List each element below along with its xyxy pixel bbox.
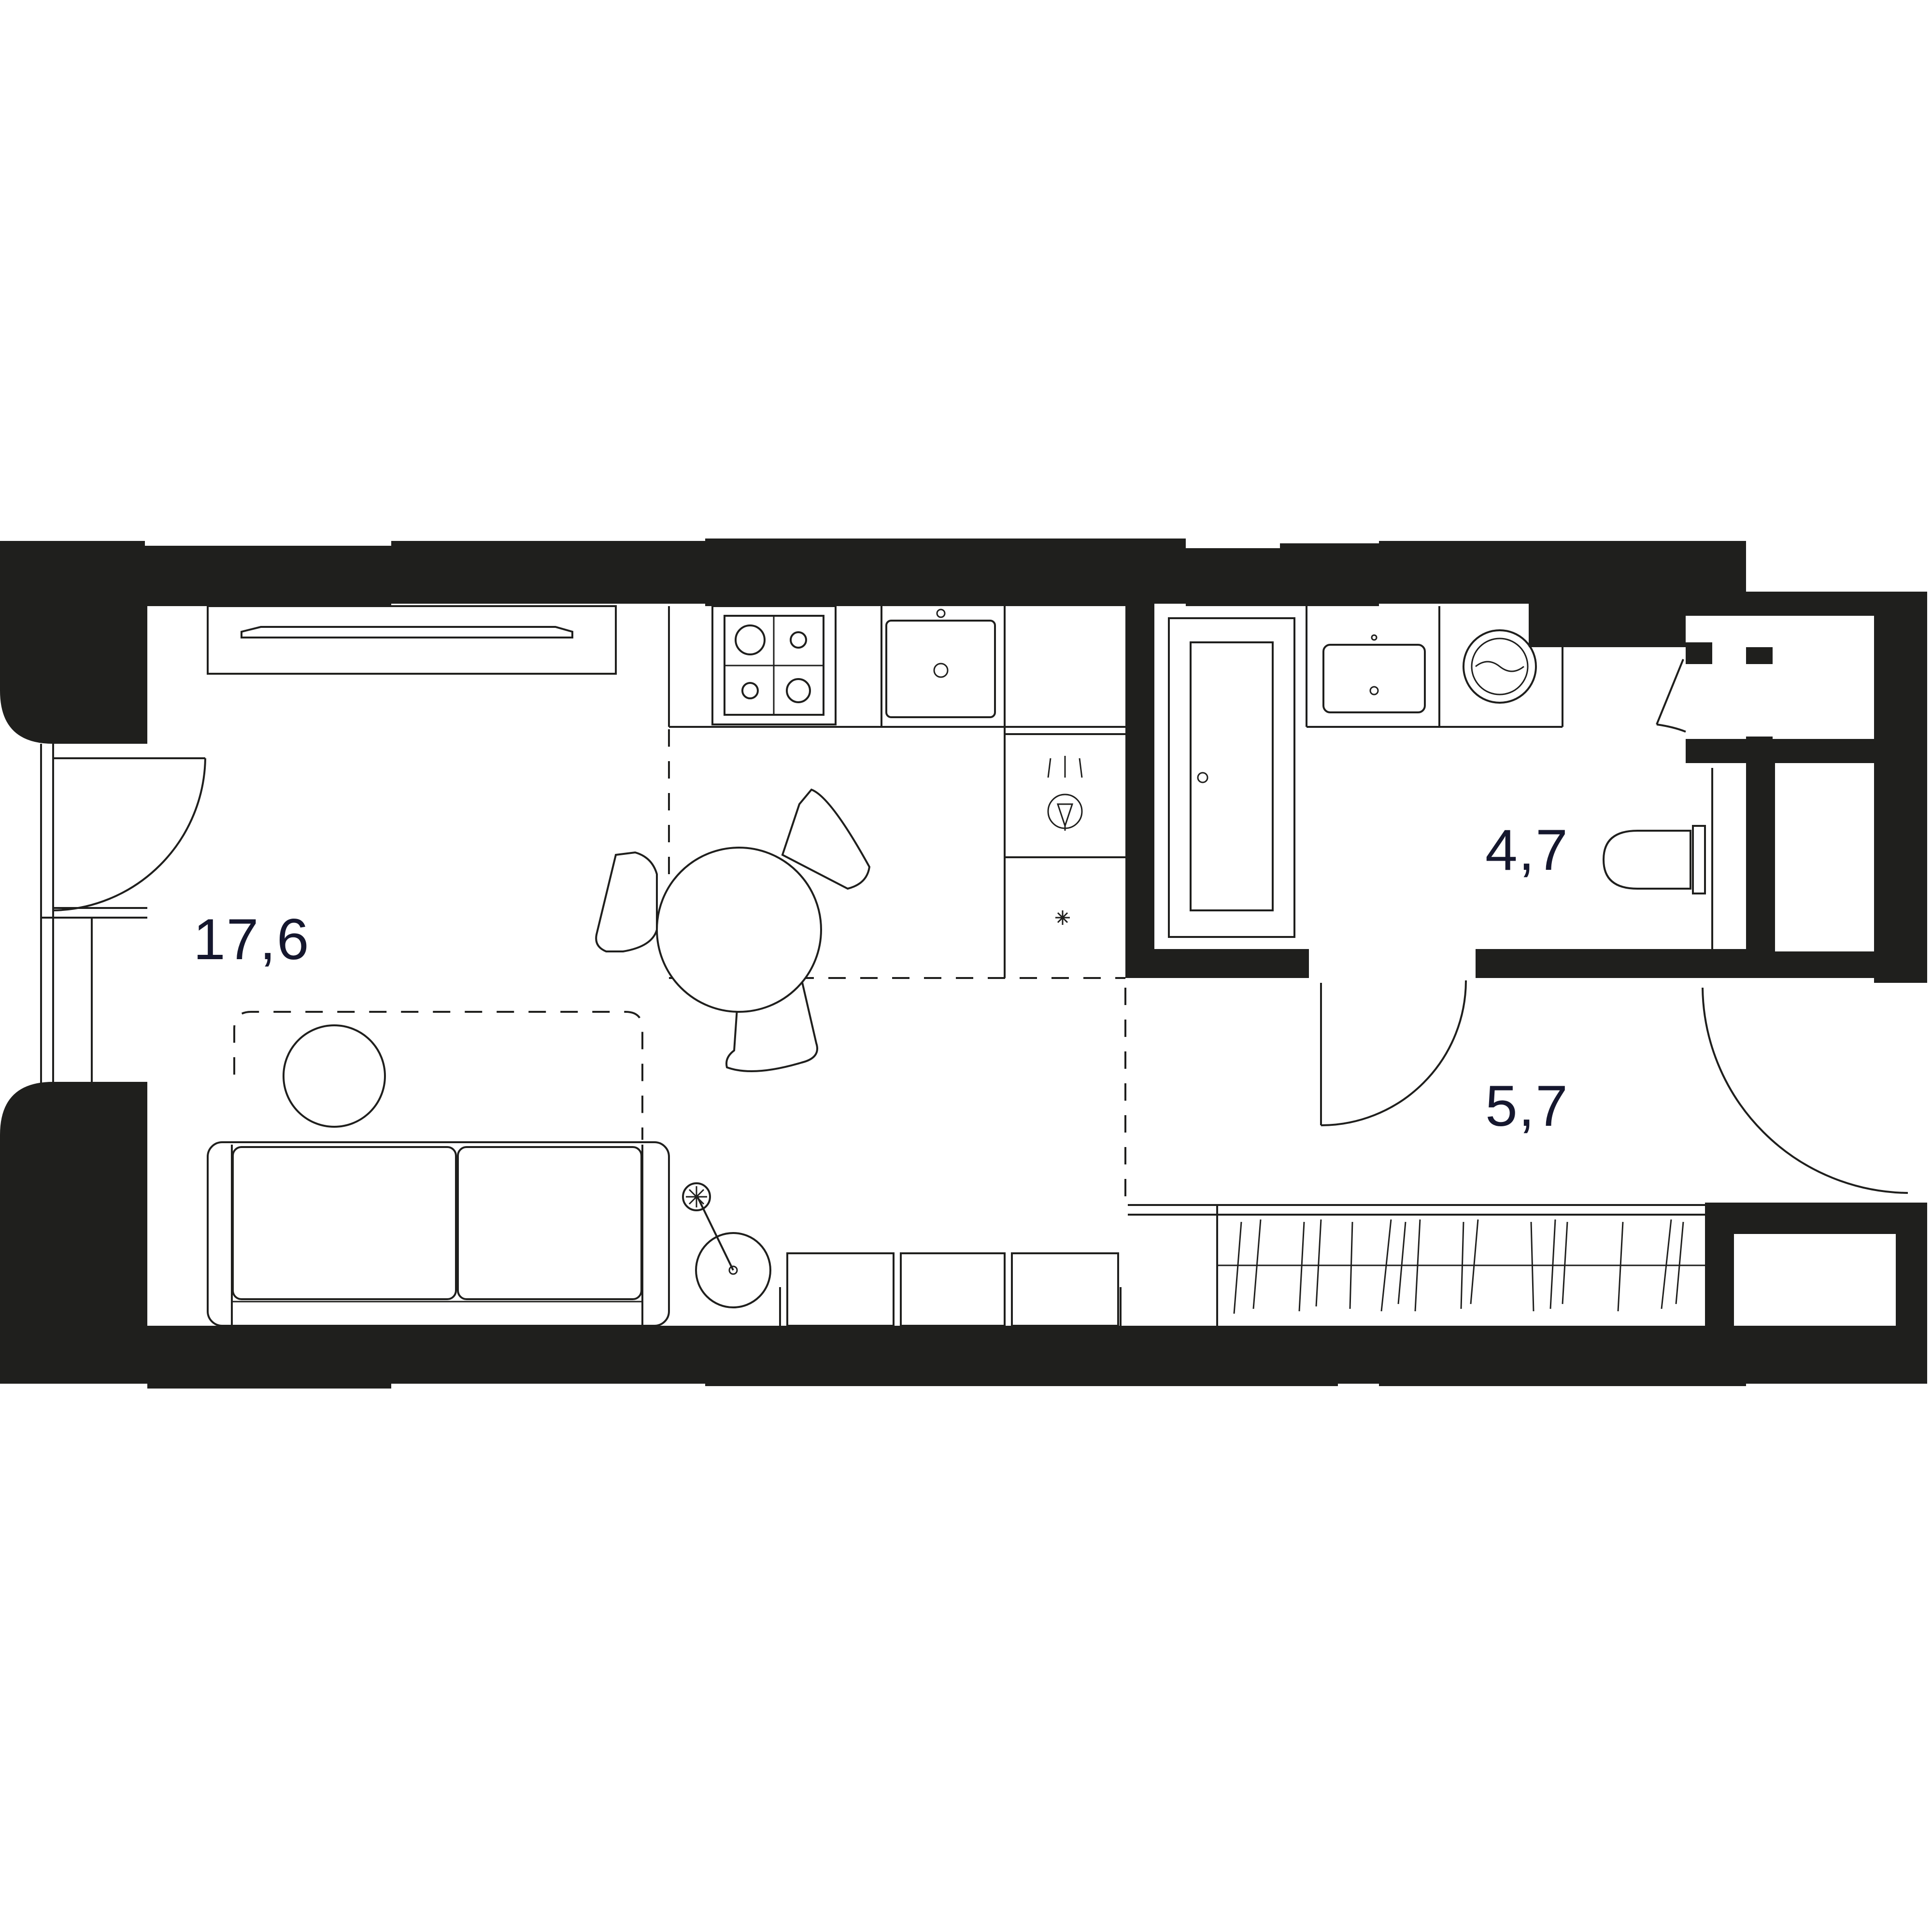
bathroom-counter	[1306, 606, 1563, 728]
kitchen-sink-icon	[885, 609, 996, 718]
coffee-table-icon	[283, 1024, 386, 1128]
low-cabinets	[779, 1252, 1122, 1327]
stove-icon	[711, 605, 837, 725]
niche-void-top	[1712, 664, 1872, 737]
shaft-void	[1775, 763, 1874, 951]
side-table-icon	[695, 1232, 771, 1308]
dining-table-icon	[595, 788, 871, 1072]
sofa-icon	[207, 1141, 670, 1327]
entrance-door	[1702, 987, 1908, 1194]
wardrobe-icon	[1128, 1204, 1705, 1326]
bathroom-door	[1320, 980, 1467, 1126]
toilet-icon	[1602, 768, 1713, 949]
bathtub-icon	[1168, 617, 1295, 938]
niche-void	[1734, 1234, 1896, 1326]
water-heater-icon	[1047, 756, 1083, 831]
fridge-icon	[1055, 910, 1070, 925]
service-door	[1656, 659, 1686, 733]
kitchen-counter	[668, 606, 1125, 978]
floor-lamp-icon	[682, 1182, 734, 1271]
balcony-door	[40, 744, 206, 1088]
area-label-living: 17,6	[193, 907, 310, 972]
bathroom-sink-icon	[1322, 634, 1426, 713]
exterior-walls	[0, 539, 1927, 1389]
area-label-bathroom: 4,7	[1485, 818, 1569, 882]
tv-cabinet	[207, 605, 617, 675]
area-label-hallway: 5,7	[1485, 1074, 1569, 1138]
washing-machine-icon	[1463, 629, 1537, 704]
